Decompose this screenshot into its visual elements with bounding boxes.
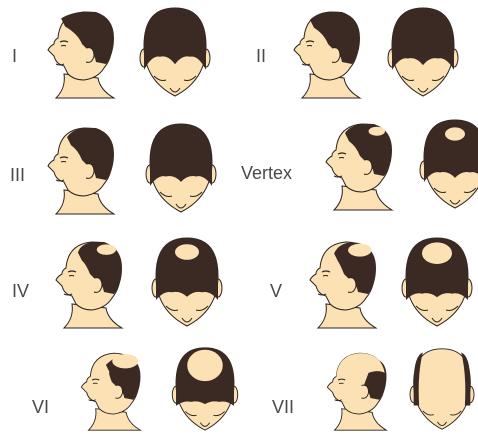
head-top-view-icon	[402, 236, 472, 328]
head-profile-icon	[42, 234, 134, 330]
stage-IV-top	[152, 236, 222, 328]
bald-crown-shape	[445, 127, 465, 140]
bald-crown-shape	[112, 354, 138, 368]
stage-label-Vertex: Vertex	[241, 164, 292, 182]
stage-III-top	[146, 122, 216, 214]
head-top-view-icon	[420, 118, 478, 210]
head-profile-icon	[280, 4, 372, 100]
bald-crown-shape	[348, 244, 371, 257]
ear-shape	[361, 385, 368, 398]
stage-Vertex-top	[420, 118, 478, 210]
head-top-view-icon	[146, 122, 216, 214]
bald-crown-shape	[422, 242, 452, 264]
eye-shape	[61, 162, 66, 163]
head-top-view-icon	[140, 6, 210, 98]
ear-shape	[86, 48, 94, 63]
stage-II-profile	[280, 4, 372, 100]
ear-shape	[115, 385, 122, 398]
head-top-view-icon	[388, 6, 458, 98]
stage-I-profile	[34, 4, 126, 100]
skull-shape	[414, 349, 471, 429]
hair-shape	[150, 124, 212, 186]
eye-shape	[307, 46, 312, 47]
bald-crown-shape	[175, 244, 199, 260]
bald-crown-shape	[369, 127, 385, 136]
stage-Vertex-profile	[312, 116, 404, 212]
stage-label-VII: VII	[272, 398, 294, 416]
stage-VI-profile	[64, 346, 156, 432]
stage-VII-profile	[310, 346, 402, 432]
bald-crown-shape	[97, 244, 116, 255]
eye-shape	[61, 46, 66, 47]
head-top-view-icon	[152, 236, 222, 328]
stage-label-VI: VI	[32, 398, 49, 416]
stage-label-I: I	[12, 47, 17, 65]
stage-label-III: III	[10, 166, 25, 184]
bald-crown-shape	[187, 350, 223, 381]
stage-label-V: V	[270, 282, 282, 300]
stage-label-II: II	[256, 47, 266, 65]
eye-shape	[339, 158, 344, 159]
eye-shape	[69, 276, 74, 277]
ear-shape	[332, 48, 340, 63]
stage-I-top	[140, 6, 210, 98]
stage-V-top	[402, 236, 472, 328]
head-profile-icon	[296, 234, 388, 330]
stage-II-top	[388, 6, 458, 98]
head-profile-icon	[312, 116, 404, 212]
stage-VI-top	[170, 346, 240, 432]
stage-III-profile	[34, 120, 126, 216]
stage-V-profile	[296, 234, 388, 330]
head-top-view-icon	[170, 346, 240, 432]
ear-shape	[364, 160, 372, 175]
head-profile-icon	[34, 4, 126, 100]
ear-shape	[94, 278, 102, 293]
ear-shape	[86, 164, 94, 179]
stage-IV-profile	[42, 234, 134, 330]
head-top-view-icon	[410, 346, 474, 432]
ear-shape	[348, 278, 356, 293]
eye-shape	[323, 276, 328, 277]
stage-label-IV: IV	[12, 282, 29, 300]
head-profile-icon	[34, 120, 126, 216]
head-profile-icon	[64, 346, 156, 432]
stage-VII-top	[410, 346, 474, 432]
head-profile-icon	[310, 346, 402, 432]
